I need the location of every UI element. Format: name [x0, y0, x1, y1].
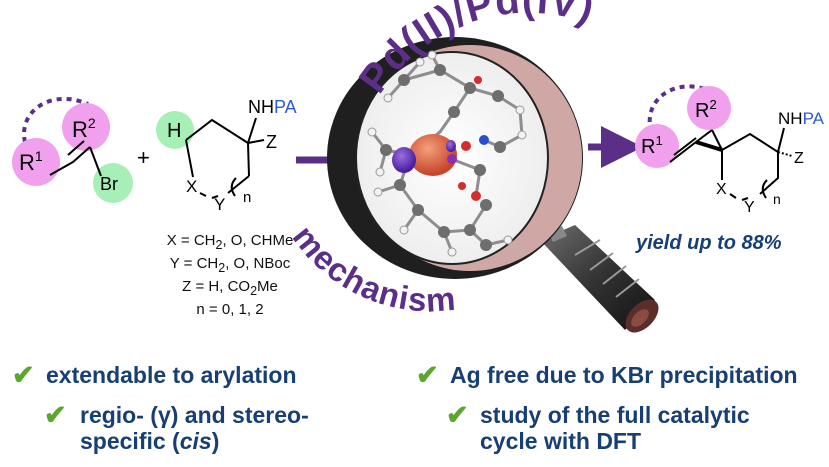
- bullet-regio-stereo: regio- (γ) and stereo- specific (cis): [80, 402, 309, 454]
- orbital-lobe-red: [409, 134, 457, 176]
- y-label: Y: [214, 195, 225, 214]
- condition-x: X = CH2, O, CHMe: [166, 232, 294, 252]
- check-icon: ✔: [446, 400, 469, 430]
- bullet-regio-line1: regio- (γ) and stereo-: [80, 402, 309, 428]
- product-bonds: [669, 129, 779, 201]
- reactant-cyclic-amine: H NHPA Z X Y n: [156, 97, 297, 214]
- plus-sign: +: [137, 145, 150, 170]
- ring-dashed-bond: [22, 97, 89, 143]
- ring-wedge-bond: [247, 117, 257, 144]
- r1-sphere: [12, 138, 60, 186]
- product-r2-sphere: [687, 86, 731, 130]
- product-n-bracket: [761, 179, 768, 199]
- magnifier: [327, 37, 659, 333]
- r2-sphere: [62, 103, 110, 151]
- x-label: X: [186, 177, 197, 196]
- product-r1-sphere: [635, 124, 679, 168]
- yield-label: yield up to 88%: [636, 232, 782, 254]
- bullet-ag-free: Ag free due to KBr precipitation: [450, 362, 798, 388]
- molecule-3d-model: [367, 50, 527, 257]
- reactant-vinyl-bromide: R1 R2 Br: [12, 97, 133, 203]
- product-z-label: Z: [794, 150, 804, 167]
- h-sphere: [156, 111, 194, 149]
- ring-bonds: [185, 118, 250, 199]
- bullet-dft-line1: study of the full catalytic: [480, 402, 750, 428]
- h-label: H: [167, 120, 181, 142]
- r2-label: R2: [72, 115, 96, 142]
- br-sphere: [93, 163, 133, 203]
- bond-c2-br: [89, 146, 102, 177]
- bond-r1-c1: [49, 161, 74, 176]
- check-icon: ✔: [12, 360, 35, 390]
- check-icon: ✔: [44, 400, 67, 430]
- amine-label: NHPA: [248, 97, 297, 117]
- ring-z-bond: [247, 139, 265, 144]
- product-amine-label: NHPA: [778, 109, 825, 128]
- bond-c1-c2-double: [67, 140, 85, 156]
- product-structure: R1 R2 NHPA Z X Y n: [635, 84, 825, 216]
- product-x-label: X: [716, 181, 727, 198]
- magnifier-handle: [540, 225, 659, 333]
- orbital-lobe-purple: [392, 147, 416, 173]
- n-label: n: [243, 189, 251, 206]
- product-r1-label: R1: [641, 133, 663, 158]
- bullet-arylation: extendable to arylation: [46, 362, 297, 388]
- condition-z: Z = H, CO2Me: [182, 278, 278, 298]
- condition-n: n = 0, 1, 2: [196, 301, 264, 318]
- product-y-label: Y: [744, 199, 755, 216]
- product-amine-bond: [777, 127, 785, 153]
- bond-c1-c2: [72, 146, 91, 163]
- orbital-lobe-purple-small: [446, 140, 456, 152]
- product-wedge-bond: [695, 140, 723, 152]
- product-n-label: n: [773, 191, 781, 207]
- ring-n-bracket: [230, 177, 237, 197]
- bullet-dft-study: study of the full catalytic cycle with D…: [480, 402, 750, 454]
- condition-y: Y = CH2, O, NBoc: [169, 255, 291, 275]
- bullet-regio-line2: specific (cis): [80, 428, 220, 454]
- br-label: Br: [100, 174, 118, 194]
- z-label: Z: [266, 132, 277, 152]
- check-icon: ✔: [416, 360, 439, 390]
- bullet-dft-line2: cycle with DFT: [480, 428, 642, 454]
- product-r2-label: R2: [695, 97, 717, 122]
- product-z-bond: [777, 151, 793, 157]
- r1-label: R1: [19, 148, 43, 175]
